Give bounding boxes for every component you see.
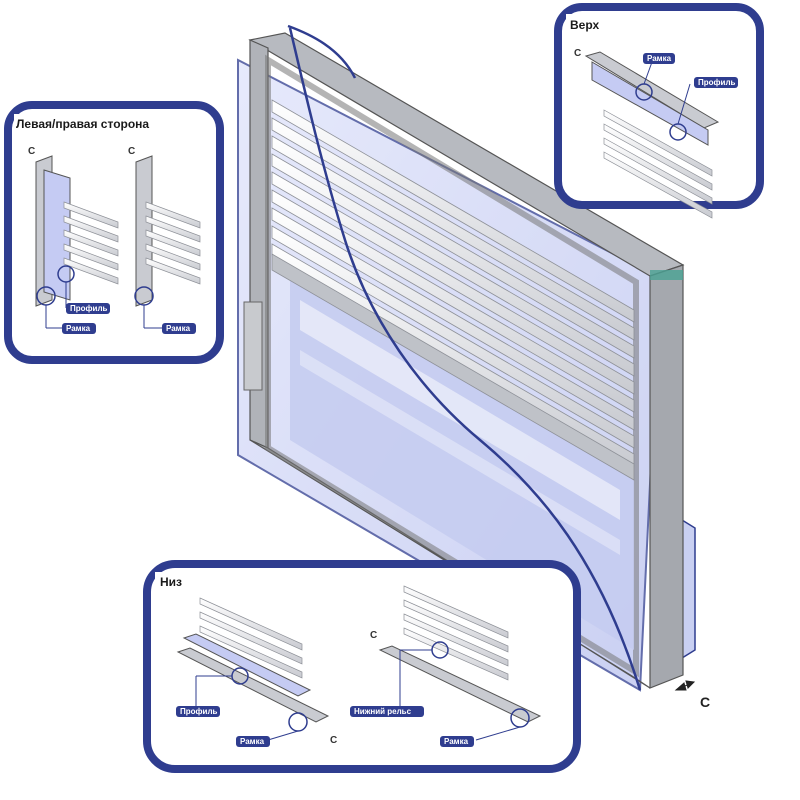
panel-bottom-title-box [155, 572, 235, 592]
slat [199, 611, 303, 665]
panel-side-title: Левая/правая сторона [16, 117, 149, 131]
slat [145, 229, 201, 257]
tag-frame-bottom-right [440, 736, 474, 747]
slat [271, 225, 635, 449]
corner-mark [650, 270, 683, 280]
panel-top-title-box [566, 14, 606, 34]
slat [603, 151, 713, 219]
tag-profile-side [66, 303, 110, 314]
slat [145, 201, 201, 229]
slat [199, 625, 303, 679]
slat [63, 257, 119, 285]
dim-c-top: C [574, 48, 581, 59]
glass-strip-right [681, 518, 696, 660]
tag-profile-top-text: Профиль [698, 78, 736, 87]
slat [63, 215, 119, 243]
frame-right [649, 264, 684, 689]
slat [403, 613, 509, 667]
slat [271, 99, 635, 323]
tag-profile-bottom-text: Профиль [180, 707, 218, 716]
glass-top-curve [287, 24, 357, 79]
tag-profile-bottom [176, 706, 220, 717]
dimension-label-main: C [700, 694, 710, 710]
tag-frame-bottom-right-text: Рамка [444, 737, 469, 746]
main-window: C [237, 24, 710, 710]
bottom-rail-part [378, 645, 542, 723]
panel-side-title-box [14, 114, 154, 134]
window-handle [243, 301, 263, 391]
main-slats [271, 99, 635, 481]
dim-c-side-left: C [28, 146, 35, 157]
slat [63, 229, 119, 257]
slat [403, 627, 509, 681]
slat [403, 585, 509, 639]
slat [145, 257, 201, 285]
bottom-frame-left [176, 647, 330, 723]
slat [403, 599, 509, 653]
tag-bottom-rail [350, 706, 424, 717]
slat [271, 171, 635, 395]
inner-frame [265, 54, 639, 678]
tag-profile-top [694, 77, 738, 88]
slat [603, 123, 713, 191]
tag-profile-side-text: Профиль [70, 304, 108, 313]
panel-side: Левая/правая сторона C C Профиль Рамка [4, 101, 224, 364]
slat [145, 243, 201, 271]
slat [199, 597, 303, 651]
pane-highlight [300, 300, 620, 520]
panel-top: Верх C Рамка Профиль [554, 3, 764, 219]
bottom-profile [182, 633, 312, 697]
tag-frame-side-right [162, 323, 196, 334]
tag-frame-top-text: Рамка [647, 54, 672, 63]
tag-frame-bottom-left-text: Рамка [240, 737, 265, 746]
slat [145, 215, 201, 243]
slat [271, 117, 635, 341]
slat [603, 137, 713, 205]
slat [63, 243, 119, 271]
slat [271, 189, 635, 413]
dim-c-bottom-left: C [330, 735, 337, 746]
slat [271, 153, 635, 377]
dimension-marker [674, 680, 696, 691]
dim-c-side-right: C [128, 146, 135, 157]
tag-frame-side-right-text: Рамка [166, 324, 191, 333]
tag-frame-side-left [62, 323, 96, 334]
pane-highlight-2 [300, 350, 620, 555]
slat [63, 201, 119, 229]
slat [603, 109, 713, 177]
dim-c-bottom-right: C [370, 630, 377, 641]
tag-frame-bottom-left [236, 736, 270, 747]
glass-curve [288, 27, 642, 691]
bottom-rail [271, 253, 635, 481]
panel-top-title: Верх [570, 18, 600, 32]
side-profile [43, 169, 71, 301]
tag-frame-side-left-text: Рамка [66, 324, 91, 333]
slat [271, 135, 635, 359]
tag-bottom-rail-text: Нижний рельс [354, 707, 412, 716]
tag-frame-top [643, 53, 675, 64]
panel-bottom: Низ Профиль Рамка C C [143, 560, 581, 773]
slat [271, 207, 635, 431]
panel-bottom-title: Низ [160, 575, 182, 589]
